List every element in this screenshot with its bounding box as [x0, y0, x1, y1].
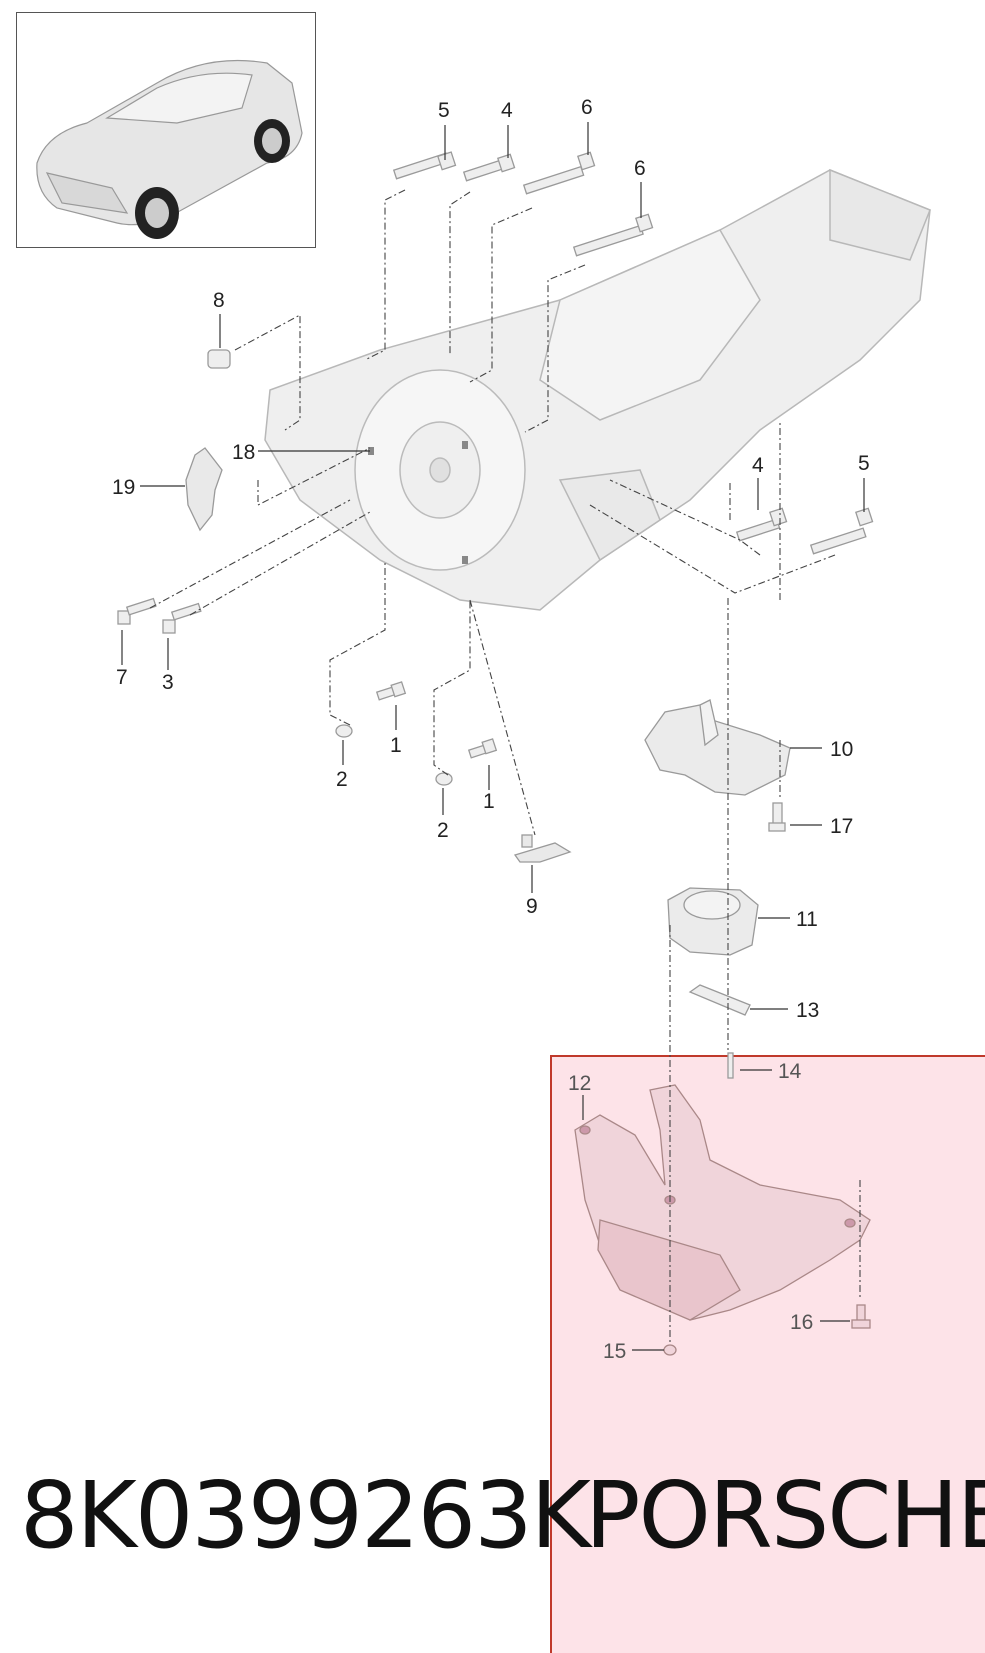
flywheel — [354, 369, 526, 571]
callout-13: 13 — [796, 999, 819, 1022]
callout-15: 15 — [603, 1340, 626, 1363]
bolt-part-7 — [117, 597, 157, 625]
sleeve-part-8 — [207, 349, 231, 369]
callout-5-right: 5 — [858, 452, 870, 475]
callout-6-top: 6 — [581, 96, 593, 119]
mount-part-10 — [644, 699, 791, 796]
bolt-part-6-top — [522, 151, 596, 195]
callout-17: 17 — [830, 815, 853, 838]
callout-labels: 5 4 6 6 8 18 19 7 3 1 2 1 2 9 4 5 10 17 … — [112, 96, 870, 1363]
callout-14: 14 — [778, 1060, 802, 1083]
vehicle-thumbnail-frame — [16, 12, 316, 248]
bolt-part-16 — [851, 1304, 871, 1329]
callout-5-top: 5 — [438, 99, 450, 122]
bolt-part-5-right — [809, 507, 874, 555]
callout-4-right: 4 — [752, 454, 764, 477]
callout-ticks — [121, 122, 865, 1351]
shield-part-19 — [185, 447, 223, 532]
bolt-part-5-top — [392, 151, 457, 180]
callout-2-right: 2 — [437, 819, 449, 842]
bolt-part-1-right — [467, 738, 498, 759]
bolt-part-1-left — [375, 681, 407, 701]
callout-9: 9 — [526, 895, 538, 918]
bolt-part-4-right — [735, 507, 788, 542]
callout-12: 12 — [568, 1072, 591, 1095]
vehicle-thumbnail-image — [36, 59, 303, 239]
pin-part-14 — [727, 1052, 734, 1079]
nut-part-15 — [663, 1344, 677, 1356]
washer-part-2-right — [435, 772, 453, 786]
callout-6-second: 6 — [634, 157, 646, 180]
bolt-part-4-top — [462, 153, 516, 182]
callout-4-top: 4 — [501, 99, 513, 122]
bolt-part-17 — [768, 802, 786, 832]
washer-part-2-left — [335, 724, 353, 738]
callout-11: 11 — [796, 908, 818, 931]
callout-3: 3 — [162, 671, 174, 694]
callout-16: 16 — [790, 1311, 813, 1334]
plate-part-13 — [688, 984, 751, 1016]
assembly-leader-lines — [149, 189, 861, 1345]
part-number: 8K0399263K — [20, 1462, 591, 1569]
callout-1-right: 1 — [483, 790, 495, 813]
callout-8: 8 — [213, 289, 225, 312]
brand-name: PORSCHE — [585, 1462, 985, 1569]
mount-part-11 — [667, 887, 759, 956]
callout-18: 18 — [232, 441, 255, 464]
callout-10: 10 — [830, 738, 853, 761]
callout-2-left: 2 — [336, 768, 348, 791]
bolt-part-3 — [162, 602, 202, 634]
bolt-part-6-second — [572, 213, 654, 257]
callout-1-left: 1 — [390, 734, 402, 757]
callout-19: 19 — [112, 476, 135, 499]
crossmember-part-12 — [574, 1084, 871, 1321]
bracket-part-9 — [513, 834, 572, 863]
stud-markers — [368, 441, 468, 564]
callout-7: 7 — [116, 666, 128, 689]
